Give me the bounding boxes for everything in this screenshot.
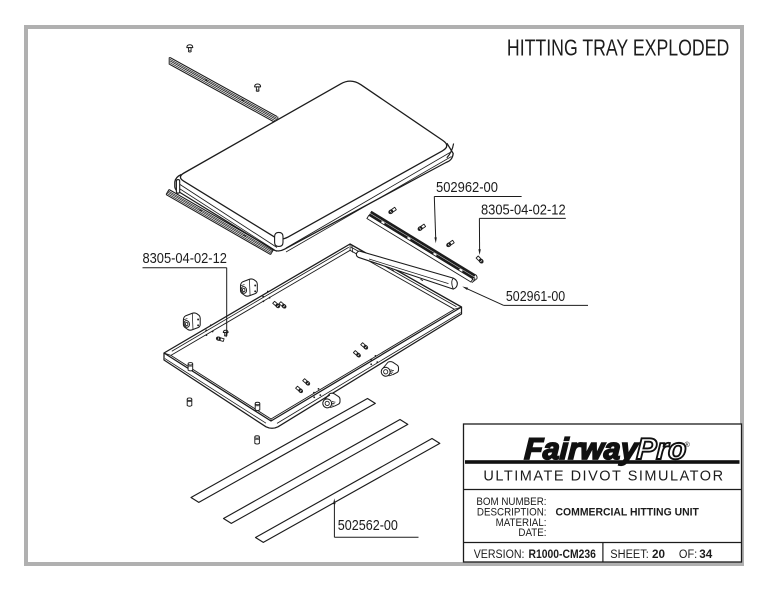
svg-text:OF:: OF: xyxy=(679,549,697,561)
svg-text:ULTIMATE DIVOT SIMULATOR: ULTIMATE DIVOT SIMULATOR xyxy=(483,468,724,484)
svg-text:502961-00: 502961-00 xyxy=(506,288,565,304)
svg-text:BOM NUMBER:: BOM NUMBER: xyxy=(476,497,546,509)
svg-text:502962-00: 502962-00 xyxy=(436,179,498,195)
svg-text:VERSION:: VERSION: xyxy=(474,549,525,562)
svg-text:R1000-CM236: R1000-CM236 xyxy=(529,548,596,561)
svg-text:DESCRIPTION:: DESCRIPTION: xyxy=(477,507,547,519)
svg-text:SHEET:: SHEET: xyxy=(610,549,648,561)
svg-text:502562-00: 502562-00 xyxy=(338,517,398,533)
svg-text:MATERIAL:: MATERIAL: xyxy=(496,517,547,529)
svg-text:COMMERCIAL HITTING UNIT: COMMERCIAL HITTING UNIT xyxy=(556,506,700,519)
svg-text:®: ® xyxy=(685,440,691,449)
svg-text:DATE:: DATE: xyxy=(518,528,546,540)
svg-text:8305-04-02-12: 8305-04-02-12 xyxy=(143,250,227,266)
svg-text:8305-04-02-12: 8305-04-02-12 xyxy=(481,202,566,218)
svg-text:34: 34 xyxy=(699,548,713,561)
svg-text:HITTING TRAY EXPLODED: HITTING TRAY EXPLODED xyxy=(507,35,729,61)
svg-text:20: 20 xyxy=(652,548,666,561)
